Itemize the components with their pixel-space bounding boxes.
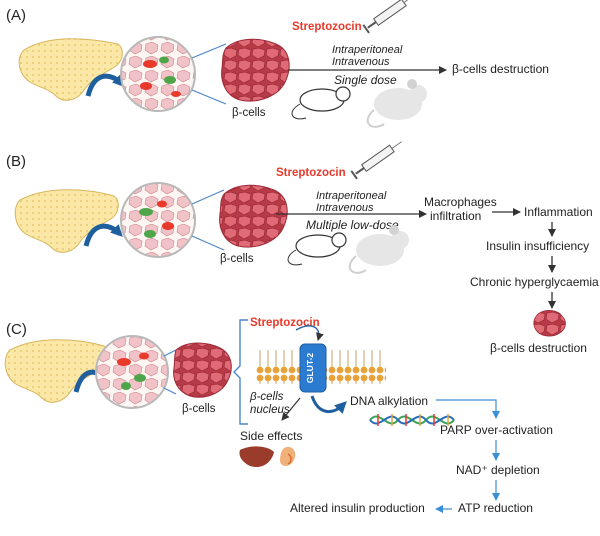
pancreas-icon bbox=[14, 189, 119, 253]
dose-label-a: Single dose bbox=[334, 73, 397, 87]
panel-a: (A) β-cells Streptozocin Intraperitoneal… bbox=[6, 0, 549, 128]
kidney-icon bbox=[280, 446, 296, 466]
cells-label-b: β-cells bbox=[220, 253, 254, 265]
pancreas-icon bbox=[18, 38, 123, 101]
route-2-b: Intravenous bbox=[316, 202, 374, 214]
cascade-c-5: Altered insulin production bbox=[290, 501, 425, 515]
curved-arrow-icon bbox=[83, 223, 123, 247]
dna-icon bbox=[369, 414, 455, 426]
beta-cell-cluster-icon bbox=[221, 38, 290, 102]
route-1-a: Intraperitoneal bbox=[332, 44, 403, 56]
dose-label-b: Multiple low-dose bbox=[306, 218, 399, 232]
outcome-a: β-cells destruction bbox=[452, 62, 549, 76]
drug-label-b: Streptozocin bbox=[276, 167, 346, 179]
zoom-line bbox=[163, 349, 177, 357]
islet-icon bbox=[120, 182, 196, 258]
entry-arrow bbox=[295, 325, 324, 341]
flow-arrow bbox=[436, 399, 500, 419]
curved-arrow-icon bbox=[85, 73, 125, 97]
outcome-b-line2: infiltration bbox=[430, 209, 481, 223]
cascade-b-3: Chronic hyperglycaemia bbox=[470, 275, 599, 289]
islet-icon bbox=[120, 36, 196, 112]
syringe-icon bbox=[350, 141, 402, 180]
zoom-line bbox=[191, 43, 227, 59]
route-1-b: Intraperitoneal bbox=[316, 190, 387, 202]
glut2-transporter bbox=[299, 343, 327, 393]
drug-label-c: Streptozocin bbox=[250, 317, 320, 329]
beta-cell-small-icon bbox=[533, 310, 566, 337]
zoom-line bbox=[191, 189, 225, 205]
syringe-icon bbox=[362, 0, 414, 34]
liver-icon bbox=[239, 446, 274, 468]
cascade-b-1: Inflammation bbox=[524, 205, 593, 219]
panel-b: (B) β-cells Streptozocin Intraperitoneal… bbox=[6, 141, 599, 355]
zoom-line bbox=[191, 235, 225, 251]
cascade-c-1: DNA alkylation bbox=[350, 394, 428, 408]
mouse-icon bbox=[366, 79, 427, 128]
cascade-b-2: Insulin insufficiency bbox=[486, 239, 589, 253]
cascade-c-3: NAD⁺ depletion bbox=[456, 463, 540, 477]
route-2-a: Intravenous bbox=[332, 56, 390, 68]
rat-icon bbox=[287, 232, 347, 266]
beta-cell-cluster-icon bbox=[173, 342, 232, 398]
beta-cell-cluster-icon bbox=[219, 184, 288, 248]
nucleus-label-1: β-cells bbox=[249, 391, 284, 403]
cascade-b-4: β-cells destruction bbox=[490, 341, 587, 355]
mouse-icon bbox=[348, 225, 409, 274]
exit-arrow bbox=[310, 395, 347, 414]
pancreas-icon bbox=[4, 339, 109, 403]
panel-c: (C) β-cells Streptozocin GLUT-2 β-cells … bbox=[4, 317, 553, 515]
nucleus-label-2: nucleus bbox=[250, 404, 290, 416]
zoom-line bbox=[163, 387, 177, 395]
islet-icon bbox=[95, 335, 169, 409]
side-effects-label: Side effects bbox=[240, 429, 302, 443]
cascade-c-2: PARP over-activation bbox=[440, 423, 553, 437]
panel-a-label: (A) bbox=[6, 7, 26, 24]
drug-label-a: Streptozocin bbox=[292, 21, 362, 33]
cells-label-a: β-cells bbox=[232, 107, 266, 119]
zoom-line bbox=[191, 89, 227, 105]
side-effect-arrow bbox=[281, 397, 301, 421]
panel-c-label: (C) bbox=[6, 321, 27, 338]
glut2-label: GLUT-2 bbox=[305, 353, 315, 383]
panel-b-label: (B) bbox=[6, 153, 26, 170]
outcome-b-line1: Macrophages bbox=[424, 195, 497, 209]
bracket bbox=[233, 319, 248, 425]
cells-label-c: β-cells bbox=[182, 403, 216, 415]
cascade-c-4: ATP reduction bbox=[458, 501, 533, 515]
rat-icon bbox=[291, 86, 351, 120]
